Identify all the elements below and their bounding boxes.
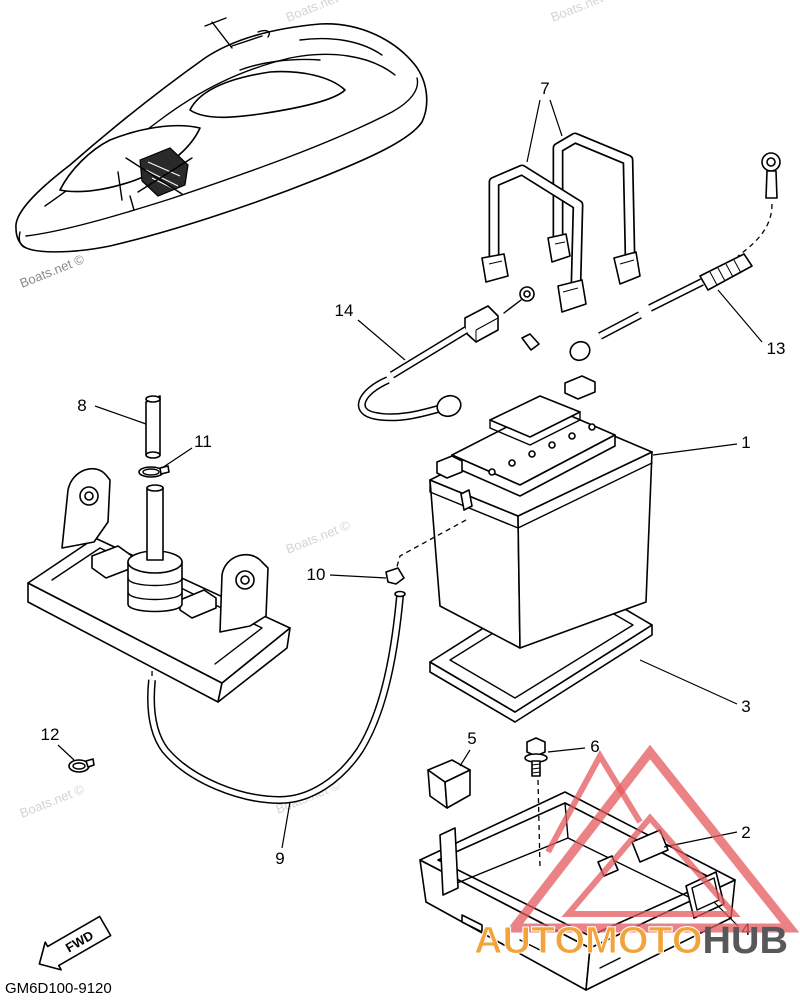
- callout-14: 14: [335, 301, 354, 320]
- bolt: [524, 737, 548, 869]
- leader-5: [459, 749, 471, 767]
- negative-cable: [357, 286, 540, 422]
- callout-6: 6: [590, 737, 599, 756]
- watermark: Boats.net ©: [549, 0, 618, 25]
- battery-straps: [481, 132, 641, 313]
- watermark: Boats.net ©: [18, 251, 87, 291]
- callout-12: 12: [41, 725, 60, 744]
- watermark: Boats.net ©: [284, 517, 353, 557]
- overflow-hose: [145, 395, 161, 459]
- callout-13: 13: [767, 339, 786, 358]
- battery: [429, 375, 653, 649]
- leader-11: [161, 447, 193, 469]
- small-clamp: [68, 758, 95, 773]
- leader-8: [94, 405, 147, 425]
- callout-10: 10: [307, 565, 326, 584]
- leader-7b: [549, 99, 563, 137]
- leader-7a: [526, 99, 541, 163]
- leader-3: [639, 659, 738, 705]
- watermark: Boats.net ©: [18, 781, 87, 821]
- leader-9: [281, 801, 291, 849]
- leader-14: [357, 319, 406, 361]
- watermark: Boats.net ©: [284, 0, 353, 25]
- leader-10: [329, 574, 387, 579]
- leader-1: [652, 443, 738, 456]
- callout-2: 2: [741, 823, 750, 842]
- callout-8: 8: [77, 396, 86, 415]
- callout-5: 5: [467, 729, 476, 748]
- jet-ski-illustration: [15, 17, 428, 253]
- leader-12: [57, 744, 75, 761]
- vent-hose: [147, 519, 467, 804]
- fwd-arrow-icon: FWD: [38, 915, 112, 971]
- hose-clamp: [138, 465, 170, 478]
- callout-7: 7: [540, 79, 549, 98]
- callout-3: 3: [741, 697, 750, 716]
- callout-1: 1: [741, 433, 750, 452]
- terminal-cap: [427, 759, 471, 809]
- triangle-logo-icon: [504, 744, 800, 933]
- callouts: 1 2 3 4 5 6 7 8 9 10 11 12 13 14: [41, 79, 786, 939]
- battery-bracket: [27, 467, 291, 703]
- logo-text-primary: AUTOMOTO: [474, 920, 703, 962]
- part-code: GM6D100-9120: [5, 980, 112, 997]
- positive-cable: [569, 152, 781, 362]
- leader-lines: [57, 99, 763, 927]
- callout-9: 9: [275, 849, 284, 868]
- callout-11: 11: [194, 432, 212, 451]
- leader-6: [547, 747, 586, 753]
- leader-13: [717, 289, 763, 343]
- logo-text-secondary: HUB: [703, 920, 788, 962]
